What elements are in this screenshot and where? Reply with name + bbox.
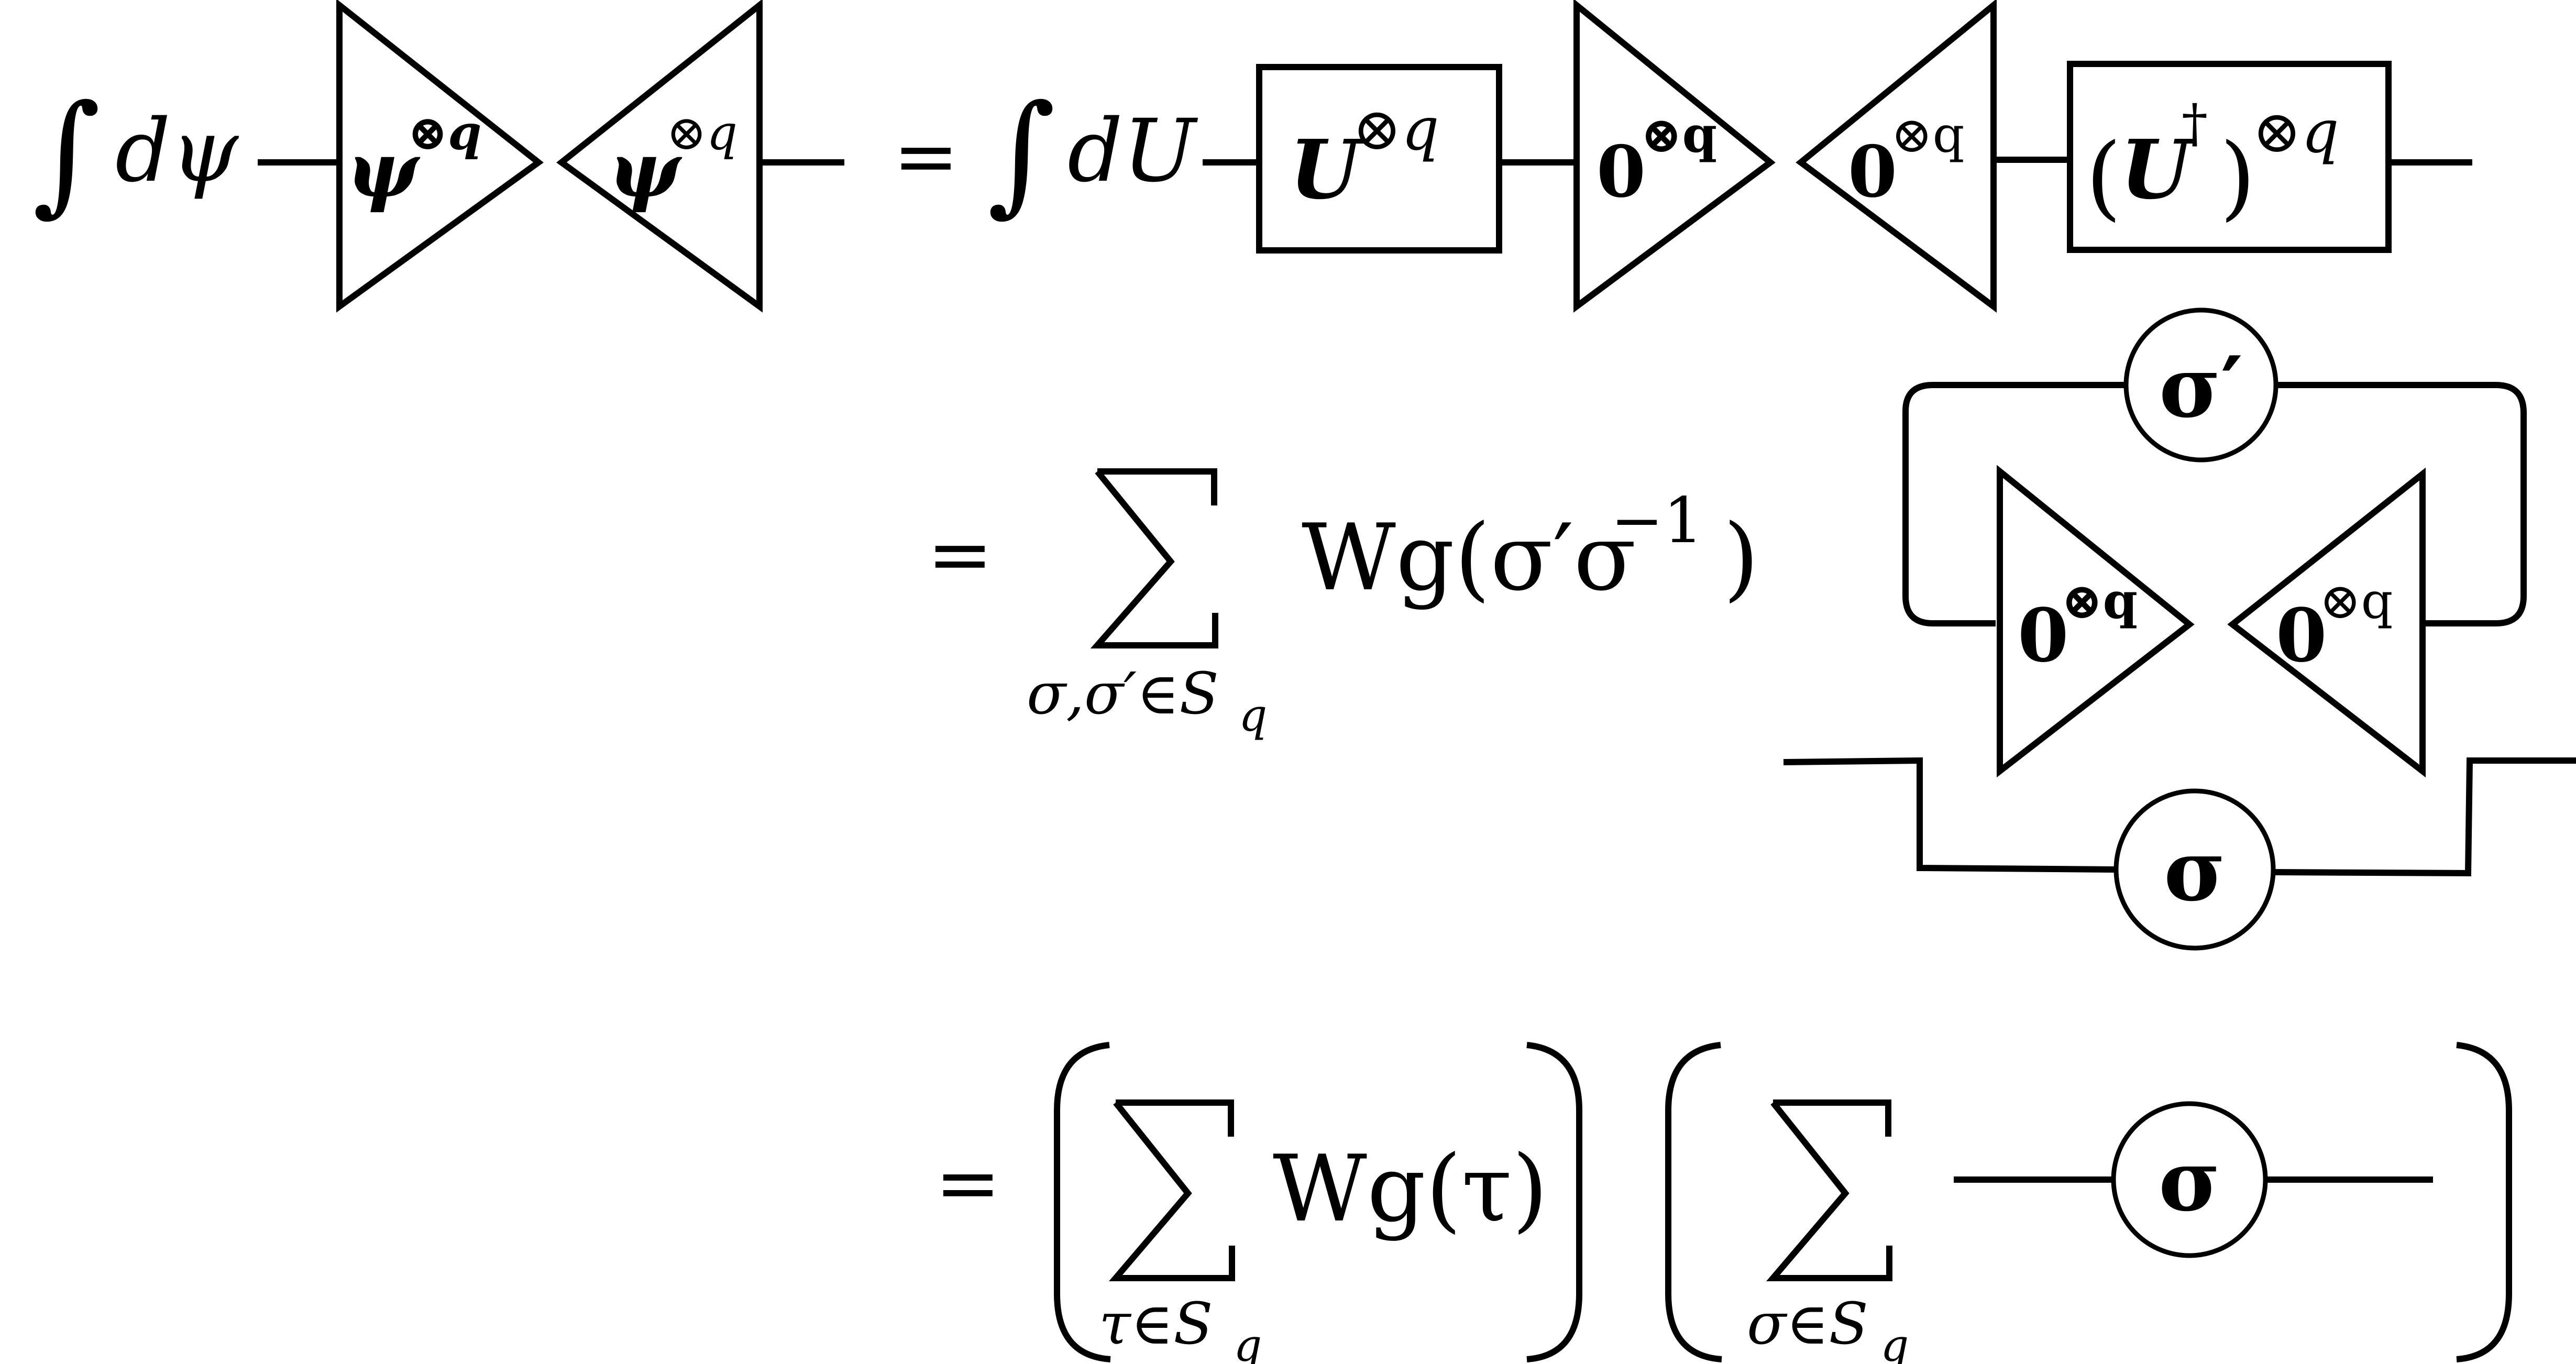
bottom-wire: [1783, 757, 2117, 873]
ket-label-exp: ⊗q: [408, 104, 481, 161]
right-big-paren-close: [2456, 1042, 2512, 1362]
bra-zero-exp: ⊗q: [1891, 106, 1964, 164]
bra-zero-exp: ⊗q: [2319, 573, 2393, 630]
sum-index-sub: q: [1239, 690, 1267, 742]
unitary-box: [1256, 64, 1502, 254]
udag-exp: ⊗q: [2252, 98, 2339, 166]
bra-label-base: ψ: [609, 126, 682, 215]
summation-sign: [1766, 1099, 1892, 1281]
integral-sign: ∫: [987, 76, 1055, 229]
sigma-prime-label: σ′: [2159, 338, 2243, 436]
row-2: = σ,σ′∈S q Wg(σ′σ −1 ) σ′ 0 ⊗q 0 ⊗q σ: [927, 307, 2576, 951]
weingarten-close: ): [1723, 505, 1759, 611]
weingarten-tau: Wg(τ): [1273, 1136, 1548, 1242]
integral-sign: ∫: [32, 76, 101, 229]
top-loop-wire: [1902, 382, 2127, 626]
ket-zero-base: 0: [2018, 593, 2068, 679]
unitary-dagger-box: [2067, 61, 2392, 253]
ket-zero-exp: ⊗q: [2061, 572, 2138, 630]
right-big-paren-open: [1665, 1042, 1722, 1362]
bra-label-exp: ⊗q: [666, 105, 737, 161]
ket-zero-exp: ⊗q: [1641, 106, 1717, 164]
bottom-wire: [2273, 757, 2576, 877]
equals-sign: =: [935, 1138, 1001, 1229]
measure-dpsi: dψ: [115, 101, 239, 201]
sum2-index-sub: q: [1880, 1320, 1909, 1364]
udag-close-paren: ): [2220, 124, 2255, 230]
ket-triangle-psi: [336, 0, 544, 313]
row-1: ∫ dψ ψ ⊗q ψ ⊗q = ∫ dU U ⊗q 0 ⊗q 0 ⊗q ( U…: [32, 0, 2472, 313]
measure-du: dU: [1067, 101, 1198, 201]
unitary-box-base: U: [1290, 122, 1364, 217]
weingarten-exp: −1: [1611, 485, 1703, 557]
sigma-node: [2113, 788, 2276, 951]
top-loop-wire: [2276, 382, 2527, 626]
sum2-index: σ∈S: [1747, 1290, 1868, 1357]
equals-sign: =: [893, 111, 959, 202]
sum1-index-sub: q: [1234, 1320, 1262, 1364]
ket-label-base: ψ: [347, 126, 421, 215]
udag-base: U: [2120, 122, 2195, 217]
sigma-label: σ: [2159, 1131, 2220, 1230]
bra-triangle-zero: [2227, 467, 2426, 778]
sum-index: σ,σ′∈S: [1027, 660, 1219, 727]
weingarten-function: Wg(σ′σ: [1302, 505, 1636, 611]
left-big-paren-close: [1526, 1042, 1582, 1362]
summation-sign: [1109, 1099, 1235, 1281]
left-big-paren-open: [1054, 1042, 1111, 1362]
sum1-index: τ∈S: [1099, 1290, 1213, 1357]
sigma-label: σ: [2164, 821, 2226, 920]
bra-zero-base: 0: [2276, 593, 2327, 679]
equals-sign: =: [927, 509, 993, 600]
ket-zero-base: 0: [1597, 130, 1646, 213]
unitary-box-exp: ⊗q: [1352, 95, 1439, 163]
row-3: = τ∈S q Wg(τ) σ∈S q σ: [935, 1042, 2512, 1364]
bra-zero-base: 0: [1848, 130, 1897, 213]
ket-triangle-zero: [1573, 0, 1776, 313]
udag-dagger: †: [2182, 93, 2208, 154]
bra-triangle-psi: [556, 0, 763, 313]
udag-open-paren: (: [2086, 124, 2121, 230]
ket-triangle-zero: [1997, 465, 2195, 778]
bra-triangle-zero: [1796, 0, 1997, 313]
summation-sign: [1090, 468, 1218, 648]
